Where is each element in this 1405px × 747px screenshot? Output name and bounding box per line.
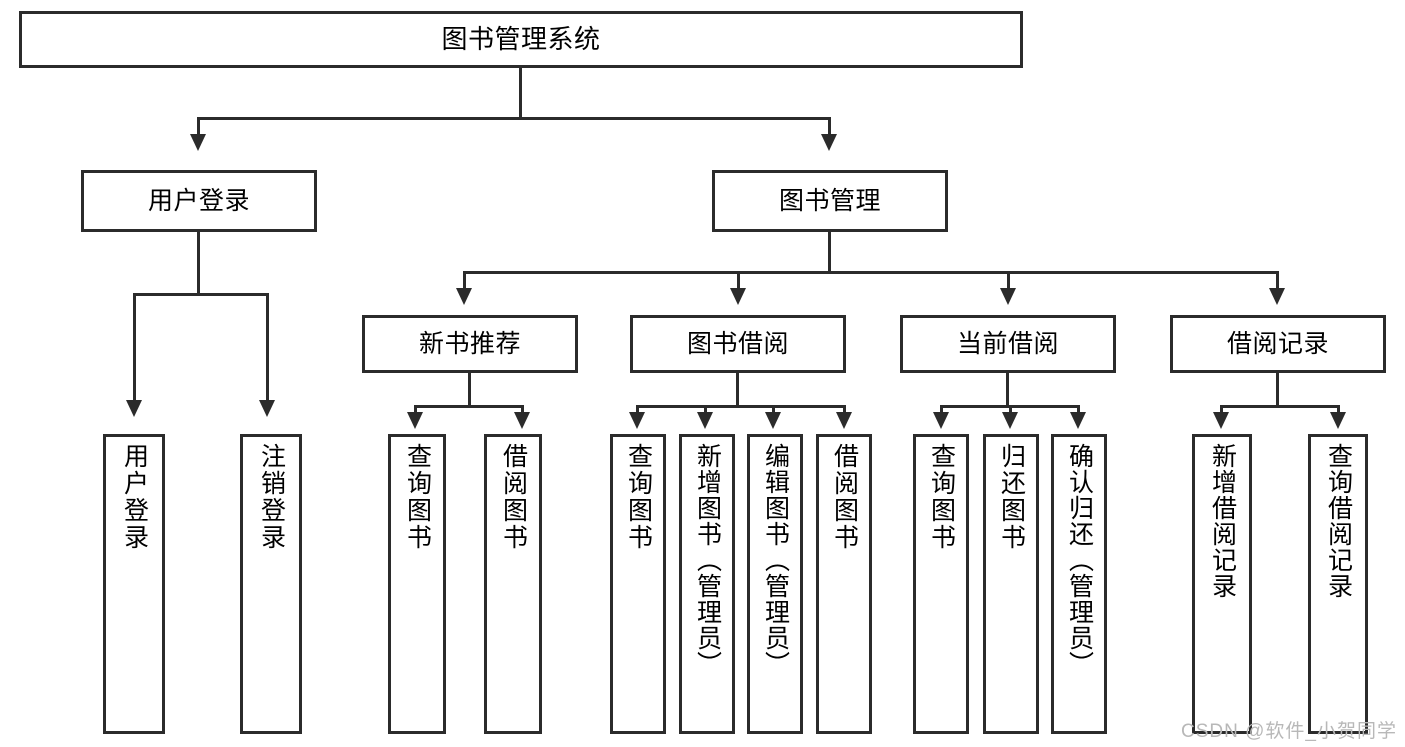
leaf-query-book-new-rec[interactable]: 查询图书: [388, 434, 446, 734]
node-label: 新书推荐: [418, 329, 521, 358]
leaf-query-borrow-record[interactable]: 查询借阅记录: [1308, 434, 1368, 734]
node-borrow-record[interactable]: 借阅记录: [1170, 315, 1386, 373]
arrow-to-new-book-rec: [456, 288, 472, 305]
connector-bm-drop-1: [463, 271, 466, 293]
leaf-confirm-return-admin[interactable]: 确认归还（管理员）: [1051, 434, 1107, 734]
connector-bb-drop-4: [843, 405, 846, 417]
node-label: 用户登录: [147, 186, 250, 215]
connector-bm-drop-3: [1007, 271, 1010, 293]
arrow-to-leaf-return-book: [1002, 412, 1018, 429]
connector-book-manage-stem: [828, 232, 831, 272]
connector-nbr-drop-2: [521, 405, 524, 417]
leaf-add-book-admin[interactable]: 新增图书（管理员）: [679, 434, 735, 734]
arrow-to-leaf-confirm-return: [1070, 412, 1086, 429]
connector-bm-drop-4: [1276, 271, 1279, 293]
leaf-user-login[interactable]: 用户登录: [103, 434, 165, 734]
node-label: 图书借阅: [686, 329, 789, 358]
connector-user-login-stem: [197, 232, 200, 294]
arrow-to-leaf-borrow-book-1: [514, 412, 530, 429]
connector-root-to-user-login: [197, 117, 200, 139]
node-label: 新增图书（管理员）: [693, 443, 722, 677]
connector-root-stem: [519, 68, 522, 118]
arrow-to-leaf-add-book: [697, 412, 713, 429]
connector-root-bus: [197, 117, 831, 120]
node-label: 查询借阅记录: [1324, 443, 1353, 599]
node-label: 图书管理: [778, 186, 881, 215]
arrow-to-current-borrow: [1000, 288, 1016, 305]
connector-br-bus: [1220, 405, 1340, 408]
arrow-to-leaf-query-book-1: [407, 412, 423, 429]
connector-user-login-bus: [133, 293, 269, 296]
connector-bm-drop-2: [737, 271, 740, 293]
node-label: 编辑图书（管理员）: [761, 443, 790, 677]
node-book-manage[interactable]: 图书管理: [712, 170, 948, 232]
connector-cb-drop-1: [940, 405, 943, 417]
arrow-to-leaf-query-book-2: [629, 412, 645, 429]
arrow-to-leaf-query-record: [1330, 412, 1346, 429]
connector-cb-stem: [1006, 373, 1009, 406]
arrow-to-borrow-record: [1269, 288, 1285, 305]
node-label: 借阅记录: [1226, 329, 1329, 358]
arrow-to-leaf-query-book-3: [933, 412, 949, 429]
leaf-edit-book-admin[interactable]: 编辑图书（管理员）: [747, 434, 803, 734]
node-label: 借阅图书: [830, 443, 859, 551]
leaf-query-book-current[interactable]: 查询图书: [913, 434, 969, 734]
node-label: 查询图书: [624, 443, 653, 551]
connector-nbr-drop-1: [414, 405, 417, 417]
connector-bb-stem: [736, 373, 739, 406]
arrow-to-leaf-edit-book: [765, 412, 781, 429]
connector-cb-drop-2: [1009, 405, 1012, 417]
arrow-to-leaf-add-record: [1213, 412, 1229, 429]
connector-root-to-book-manage: [828, 117, 831, 139]
node-label: 新增借阅记录: [1208, 443, 1237, 599]
node-book-borrow[interactable]: 图书借阅: [630, 315, 846, 373]
arrow-to-leaf-user-login: [126, 400, 142, 417]
connector-br-drop-2: [1337, 405, 1340, 417]
node-user-login[interactable]: 用户登录: [81, 170, 317, 232]
leaf-borrow-book-new-rec[interactable]: 借阅图书: [484, 434, 542, 734]
node-label: 归还图书: [997, 443, 1026, 551]
arrow-root-to-book-manage: [821, 134, 837, 151]
leaf-logout[interactable]: 注销登录: [240, 434, 302, 734]
connector-user-login-drop-2: [266, 293, 269, 403]
connector-user-login-drop-1: [133, 293, 136, 403]
node-label: 确认归还（管理员）: [1065, 443, 1094, 677]
leaf-add-borrow-record[interactable]: 新增借阅记录: [1192, 434, 1252, 734]
node-root-system[interactable]: 图书管理系统: [19, 11, 1023, 68]
connector-br-stem: [1276, 373, 1279, 406]
connector-bb-drop-1: [636, 405, 639, 417]
watermark-text: CSDN @软件_小贺同学: [1181, 721, 1397, 742]
node-label: 当前借阅: [956, 329, 1059, 358]
arrow-to-leaf-borrow-book-2: [836, 412, 852, 429]
leaf-return-book[interactable]: 归还图书: [983, 434, 1039, 734]
node-label: 借阅图书: [499, 443, 528, 551]
connector-bb-bus: [636, 405, 846, 408]
connector-cb-drop-3: [1077, 405, 1080, 417]
arrow-to-leaf-logout: [259, 400, 275, 417]
leaf-query-book-borrow[interactable]: 查询图书: [610, 434, 666, 734]
node-label: 查询图书: [403, 443, 432, 551]
connector-nbr-bus: [414, 405, 524, 408]
connector-book-manage-bus: [463, 271, 1279, 274]
node-label: 用户登录: [120, 443, 149, 551]
connector-nbr-stem: [468, 373, 471, 406]
connector-bb-drop-2: [704, 405, 707, 417]
leaf-borrow-book-borrow[interactable]: 借阅图书: [816, 434, 872, 734]
node-label: 注销登录: [257, 443, 286, 551]
node-label: 查询图书: [927, 443, 956, 551]
node-current-borrow[interactable]: 当前借阅: [900, 315, 1116, 373]
connector-br-drop-1: [1220, 405, 1223, 417]
node-label: 图书管理系统: [441, 23, 601, 54]
arrow-root-to-user-login: [190, 134, 206, 151]
connector-bb-drop-3: [772, 405, 775, 417]
node-new-book-recommend[interactable]: 新书推荐: [362, 315, 578, 373]
arrow-to-book-borrow: [730, 288, 746, 305]
